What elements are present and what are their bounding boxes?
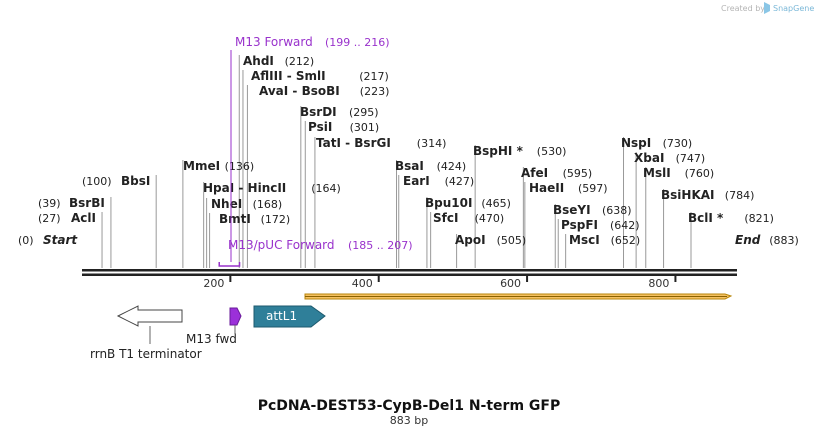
site-label-start: Start	[43, 233, 78, 247]
site-label-haeii: HaeII	[529, 181, 564, 195]
credit-brand: SnapGene	[773, 4, 814, 13]
site-label-apoi: ApoI	[455, 233, 486, 247]
site-pos-bbsi: (100)	[82, 175, 112, 188]
tick-label-800: 800	[648, 277, 669, 290]
site-label-bseyi: BseYI	[553, 203, 591, 217]
primer-range-m13-puc-forward: (185 .. 207)	[348, 239, 413, 252]
site-pos-bpu10i: (465)	[481, 197, 511, 210]
site-label-acli: AclI	[71, 211, 96, 225]
site-label-bsrdi: BsrDI	[300, 105, 337, 119]
site-label-bbsi: BbsI	[121, 174, 150, 188]
site-pos-tati-bsrgi: (314)	[417, 137, 447, 150]
site-label-afliii-smli: AflIII - SmlI	[251, 69, 326, 83]
site-label-bsihkai: BsiHKAI	[661, 188, 715, 202]
site-label-msli: MslI	[643, 166, 671, 180]
site-label-xbai: XbaI	[634, 151, 664, 165]
feature-rrnb-t1-terminator: rrnB T1 terminator	[90, 305, 202, 361]
site-pos-acli: (27)	[38, 212, 61, 225]
site-pos-bseyi: (638)	[602, 204, 632, 217]
site-label-pspfi: PspFI	[561, 218, 598, 232]
site-pos-sfci: (470)	[475, 212, 505, 225]
site-label-bsrbi: BsrBI	[69, 196, 105, 210]
site-pos-bmti: (172)	[261, 213, 291, 226]
site-label-mmei: MmeI	[183, 159, 220, 173]
site-label-avai-bsobi: AvaI - BsoBI	[259, 84, 340, 98]
site-pos-bsrbi: (39)	[38, 197, 61, 210]
site-pos-ahdi: (212)	[285, 55, 315, 68]
site-label-ahdi: AhdI	[243, 54, 274, 68]
site-pos-bsrdi: (295)	[349, 106, 379, 119]
site-pos-apoi: (505)	[497, 234, 527, 247]
site-pos-bsai: (424)	[437, 160, 467, 173]
site-pos-haeii: (597)	[578, 182, 608, 195]
site-label-bsai: BsaI	[395, 159, 424, 173]
site-pos-mmei: (136)	[225, 160, 255, 173]
map-title: PcDNA-DEST53-CypB-Del1 N-term GFP	[258, 398, 560, 414]
site-pos-psii: (301)	[350, 121, 380, 134]
site-label-bsphi: BspHI *	[473, 144, 524, 158]
site-label-end: End	[735, 233, 761, 247]
svg-text:M13 fwd: M13 fwd	[186, 332, 237, 346]
site-pos-msci: (652)	[611, 234, 641, 247]
snapgene-logo-icon	[764, 2, 770, 14]
site-labels: Start (0) AclI (27) BsrBI (39) BbsI (100) MmeI (1…	[18, 54, 799, 247]
primer-label-m13-puc-forward: M13/pUC Forward	[228, 238, 335, 252]
site-pos-nhei: (168)	[253, 198, 283, 211]
site-label-afei: AfeI	[521, 166, 548, 180]
site-label-hpai-hincii: HpaI - HincII	[203, 181, 286, 195]
site-pos-xbai: (747)	[676, 152, 706, 165]
site-label-bmti: BmtI	[219, 212, 251, 226]
primer-label-m13-forward: M13 Forward	[235, 35, 313, 49]
site-label-bcli: BclI *	[688, 211, 724, 225]
site-pos-eari: (427)	[445, 175, 475, 188]
site-lines	[101, 55, 692, 268]
site-label-psii: PsiI	[308, 120, 332, 134]
ruler-ticks: 200 400 600 800	[203, 276, 677, 290]
site-pos-start: (0)	[18, 234, 34, 247]
site-pos-hpai-hincii: (164)	[311, 182, 341, 195]
credit-text: Created by	[721, 4, 765, 13]
site-pos-pspfi: (642)	[610, 219, 640, 232]
site-pos-end: (883)	[769, 234, 799, 247]
site-label-msci: MscI	[569, 233, 600, 247]
primers: M13 Forward (199 .. 216) M13/pUC Forward (1…	[218, 35, 413, 267]
site-pos-afei: (595)	[563, 167, 593, 180]
tick-label-200: 200	[203, 277, 224, 290]
primer-range-m13-forward: (199 .. 216)	[325, 36, 390, 49]
site-label-bpu10i: Bpu10I	[425, 196, 472, 210]
site-pos-avai-bsobi: (223)	[360, 85, 390, 98]
primer-bracket-m13-puc-forward	[218, 262, 241, 267]
svg-text:rrnB T1 terminator: rrnB T1 terminator	[90, 347, 202, 361]
site-pos-bsphi: (530)	[537, 145, 567, 158]
feature-attl1: attL1	[253, 305, 326, 328]
site-pos-msli: (760)	[685, 167, 715, 180]
tick-label-600: 600	[500, 277, 521, 290]
site-pos-bsihkai: (784)	[725, 189, 755, 202]
sequence-backbone	[82, 269, 737, 276]
site-label-nspi: NspI	[621, 136, 651, 150]
site-pos-nspi: (730)	[663, 137, 693, 150]
site-label-sfci: SfcI	[433, 211, 458, 225]
map-subtitle: 883 bp	[390, 414, 428, 427]
feature-m13-fwd: M13 fwd	[186, 307, 242, 346]
feature-orf	[304, 293, 733, 300]
tick-label-400: 400	[352, 277, 373, 290]
site-pos-bcli: (821)	[744, 212, 774, 225]
site-pos-afliii-smli: (217)	[359, 70, 389, 83]
svg-text:attL1: attL1	[266, 309, 297, 323]
site-label-eari: EarI	[403, 174, 430, 188]
site-label-tati-bsrgi: TatI - BsrGI	[316, 136, 391, 150]
site-label-nhei: NheI	[211, 197, 242, 211]
